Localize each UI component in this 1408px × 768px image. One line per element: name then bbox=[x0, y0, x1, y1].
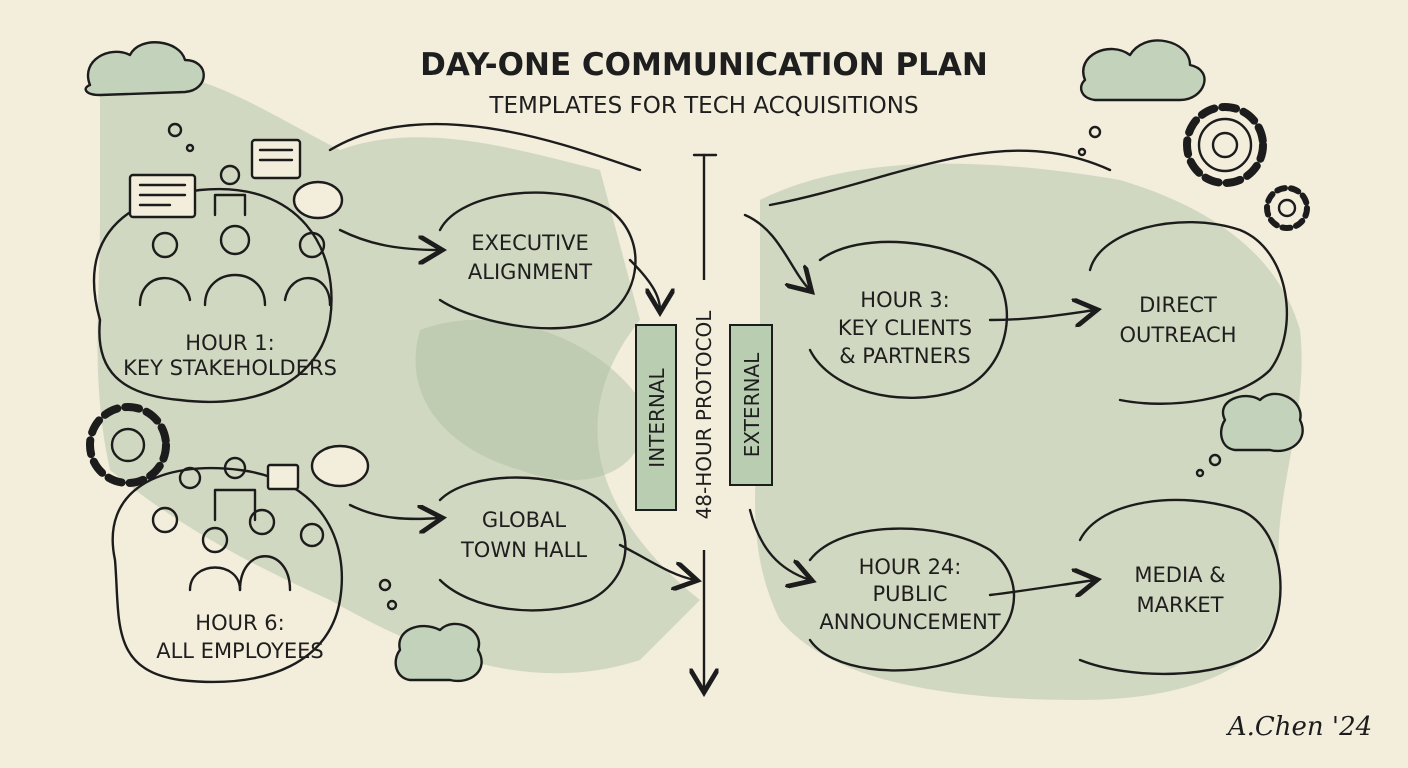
signature: A.Chen '24 bbox=[1226, 712, 1372, 742]
svg-text:GLOBAL: GLOBAL bbox=[482, 508, 567, 532]
watercolor-wash bbox=[97, 71, 1302, 700]
external-tag bbox=[729, 324, 773, 486]
cloud-icon bbox=[1077, 39, 1206, 157]
gear-icon bbox=[1183, 103, 1267, 187]
timeline-label: 48-HOUR PROTOCOL bbox=[692, 310, 716, 520]
svg-text:ALL EMPLOYEES: ALL EMPLOYEES bbox=[156, 639, 324, 663]
page-subtitle: TEMPLATES FOR TECH ACQUISITIONS bbox=[488, 93, 918, 119]
cloud-icon bbox=[378, 578, 483, 683]
cloud-icon bbox=[84, 41, 205, 153]
svg-text:MEDIA &: MEDIA & bbox=[1134, 563, 1225, 587]
svg-text:ANNOUNCEMENT: ANNOUNCEMENT bbox=[819, 610, 1000, 634]
svg-text:HOUR 24:: HOUR 24: bbox=[859, 555, 962, 579]
node-executive-alignment: EXECUTIVE ALIGNMENT bbox=[468, 231, 592, 284]
svg-text:HOUR 3:: HOUR 3: bbox=[860, 288, 949, 312]
node-global-town-hall: GLOBAL TOWN HALL bbox=[460, 508, 587, 562]
svg-text:MARKET: MARKET bbox=[1137, 593, 1224, 617]
node-hour-3: HOUR 3: KEY CLIENTS & PARTNERS bbox=[838, 288, 972, 368]
svg-text:ALIGNMENT: ALIGNMENT bbox=[468, 260, 592, 284]
svg-text:DIRECT: DIRECT bbox=[1139, 293, 1217, 317]
svg-text:OUTREACH: OUTREACH bbox=[1119, 323, 1236, 347]
people-group-icon bbox=[151, 444, 370, 592]
svg-text:KEY CLIENTS: KEY CLIENTS bbox=[838, 316, 972, 340]
gear-icon bbox=[86, 403, 170, 487]
svg-text:HOUR 1:: HOUR 1: bbox=[185, 331, 274, 355]
svg-text:HOUR 6:: HOUR 6: bbox=[195, 611, 284, 635]
node-hour-6: HOUR 6: ALL EMPLOYEES bbox=[156, 611, 324, 663]
node-media-market: MEDIA & MARKET bbox=[1134, 563, 1225, 617]
svg-text:& PARTNERS: & PARTNERS bbox=[839, 344, 971, 368]
gear-icon bbox=[1264, 185, 1310, 231]
external-tag-label: EXTERNAL bbox=[740, 352, 764, 457]
flow-loops bbox=[92, 122, 1289, 684]
svg-text:KEY STAKEHOLDERS: KEY STAKEHOLDERS bbox=[123, 356, 337, 380]
node-hour-1: HOUR 1: KEY STAKEHOLDERS bbox=[123, 331, 337, 380]
timeline: 48-HOUR PROTOCOL INTERNAL EXTERNAL bbox=[635, 153, 773, 690]
people-group-icon bbox=[138, 164, 332, 307]
speech-bubble-icon bbox=[128, 138, 344, 220]
internal-tag-label: INTERNAL bbox=[645, 367, 669, 467]
node-hour-24: HOUR 24: PUBLIC ANNOUNCEMENT bbox=[819, 555, 1000, 634]
svg-text:TOWN HALL: TOWN HALL bbox=[460, 538, 587, 562]
cloud-icon bbox=[1195, 392, 1304, 478]
node-direct-outreach: DIRECT OUTREACH bbox=[1119, 293, 1236, 347]
page-title: DAY-ONE COMMUNICATION PLAN bbox=[420, 47, 988, 83]
internal-tag bbox=[635, 324, 677, 511]
svg-text:EXECUTIVE: EXECUTIVE bbox=[471, 231, 589, 255]
svg-text:PUBLIC: PUBLIC bbox=[873, 582, 948, 606]
